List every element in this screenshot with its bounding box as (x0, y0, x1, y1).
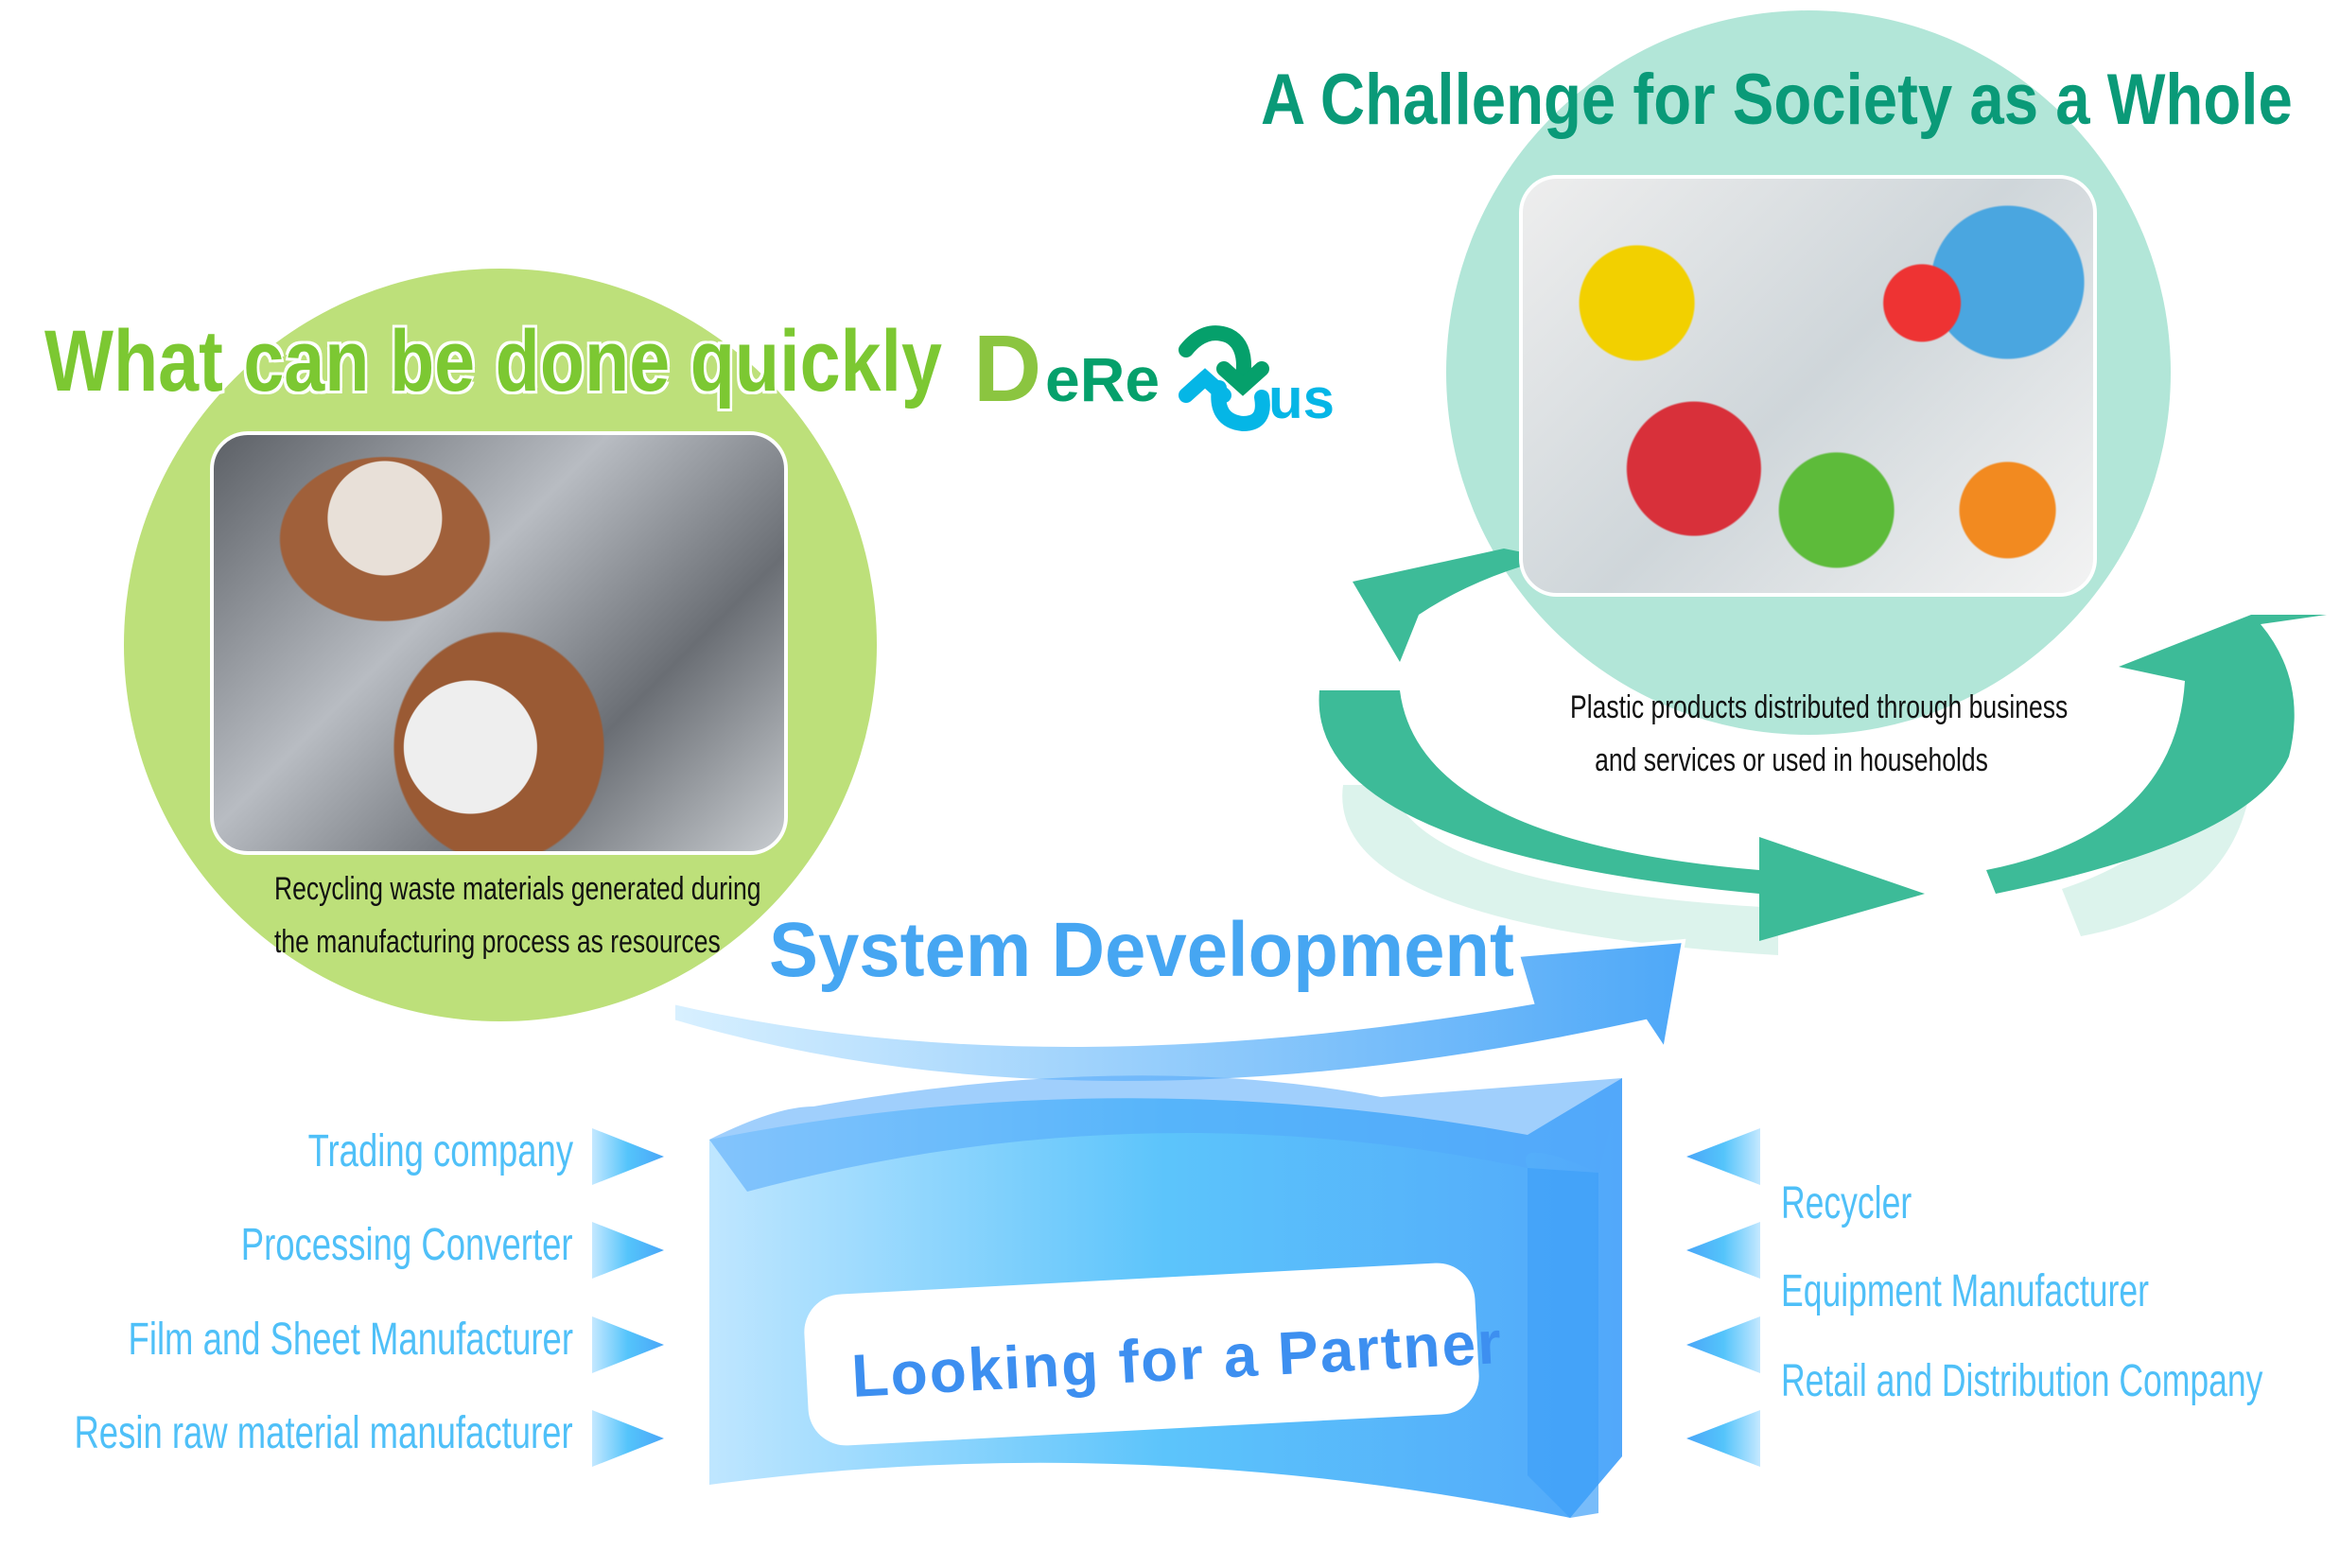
partner-band-side (1528, 1168, 1598, 1518)
partner-equipment-manufacturer: Equipment Manufacturer (1781, 1266, 2149, 1316)
partner-processing-converter: Processing Converter (241, 1220, 573, 1270)
right-caption: Plastic products distributed through bus… (1508, 681, 2075, 787)
machine-photo (210, 431, 788, 855)
cycle-arrows (1318, 549, 2327, 941)
partner-label-box (804, 1263, 1479, 1446)
logo-d: D (973, 316, 1042, 422)
left-caption-line1: Recycling waste materials generated duri… (274, 871, 761, 907)
challenge-title: A Challenge for Society as a Whole (1261, 60, 2293, 140)
cycle-arrow-right (1986, 615, 2327, 894)
partner-band-top (709, 1075, 1622, 1192)
partner-resin-manufacturer: Resin raw material manufacturer (74, 1408, 573, 1458)
quick-title: What can be done quickly (44, 313, 942, 409)
plastic-waste-photo (1519, 175, 2097, 597)
right-caption-line1: Plastic products distributed through bus… (1570, 689, 2069, 725)
cycle-arrow-left (1353, 549, 1551, 662)
logo-us: us (1268, 367, 1336, 430)
system-development-arrow (672, 938, 1686, 1085)
left-arrows (592, 1128, 664, 1467)
logo-ere: eRe (1045, 344, 1161, 414)
partner-recycler: Recycler (1781, 1178, 1912, 1228)
left-caption-line2: the manufacturing process as resources (274, 924, 721, 960)
recycle-arrows-icon (1179, 325, 1270, 432)
partner-trading-company: Trading company (307, 1126, 573, 1176)
dereus-logo: D eRe us (973, 316, 1335, 433)
system-development-label: System Development (769, 907, 1514, 993)
partner-film-sheet-manufacturer: Film and Sheet Manufacturer (128, 1315, 573, 1365)
cycle-arrow-bottom (1318, 690, 1925, 941)
left-caption: Recycling waste materials generated duri… (212, 862, 779, 968)
partner-retail-distribution: Retail and Distribution Company (1781, 1356, 2263, 1406)
right-arrows (1686, 1128, 1760, 1467)
right-caption-line2: and services or used in households (1595, 742, 1988, 778)
